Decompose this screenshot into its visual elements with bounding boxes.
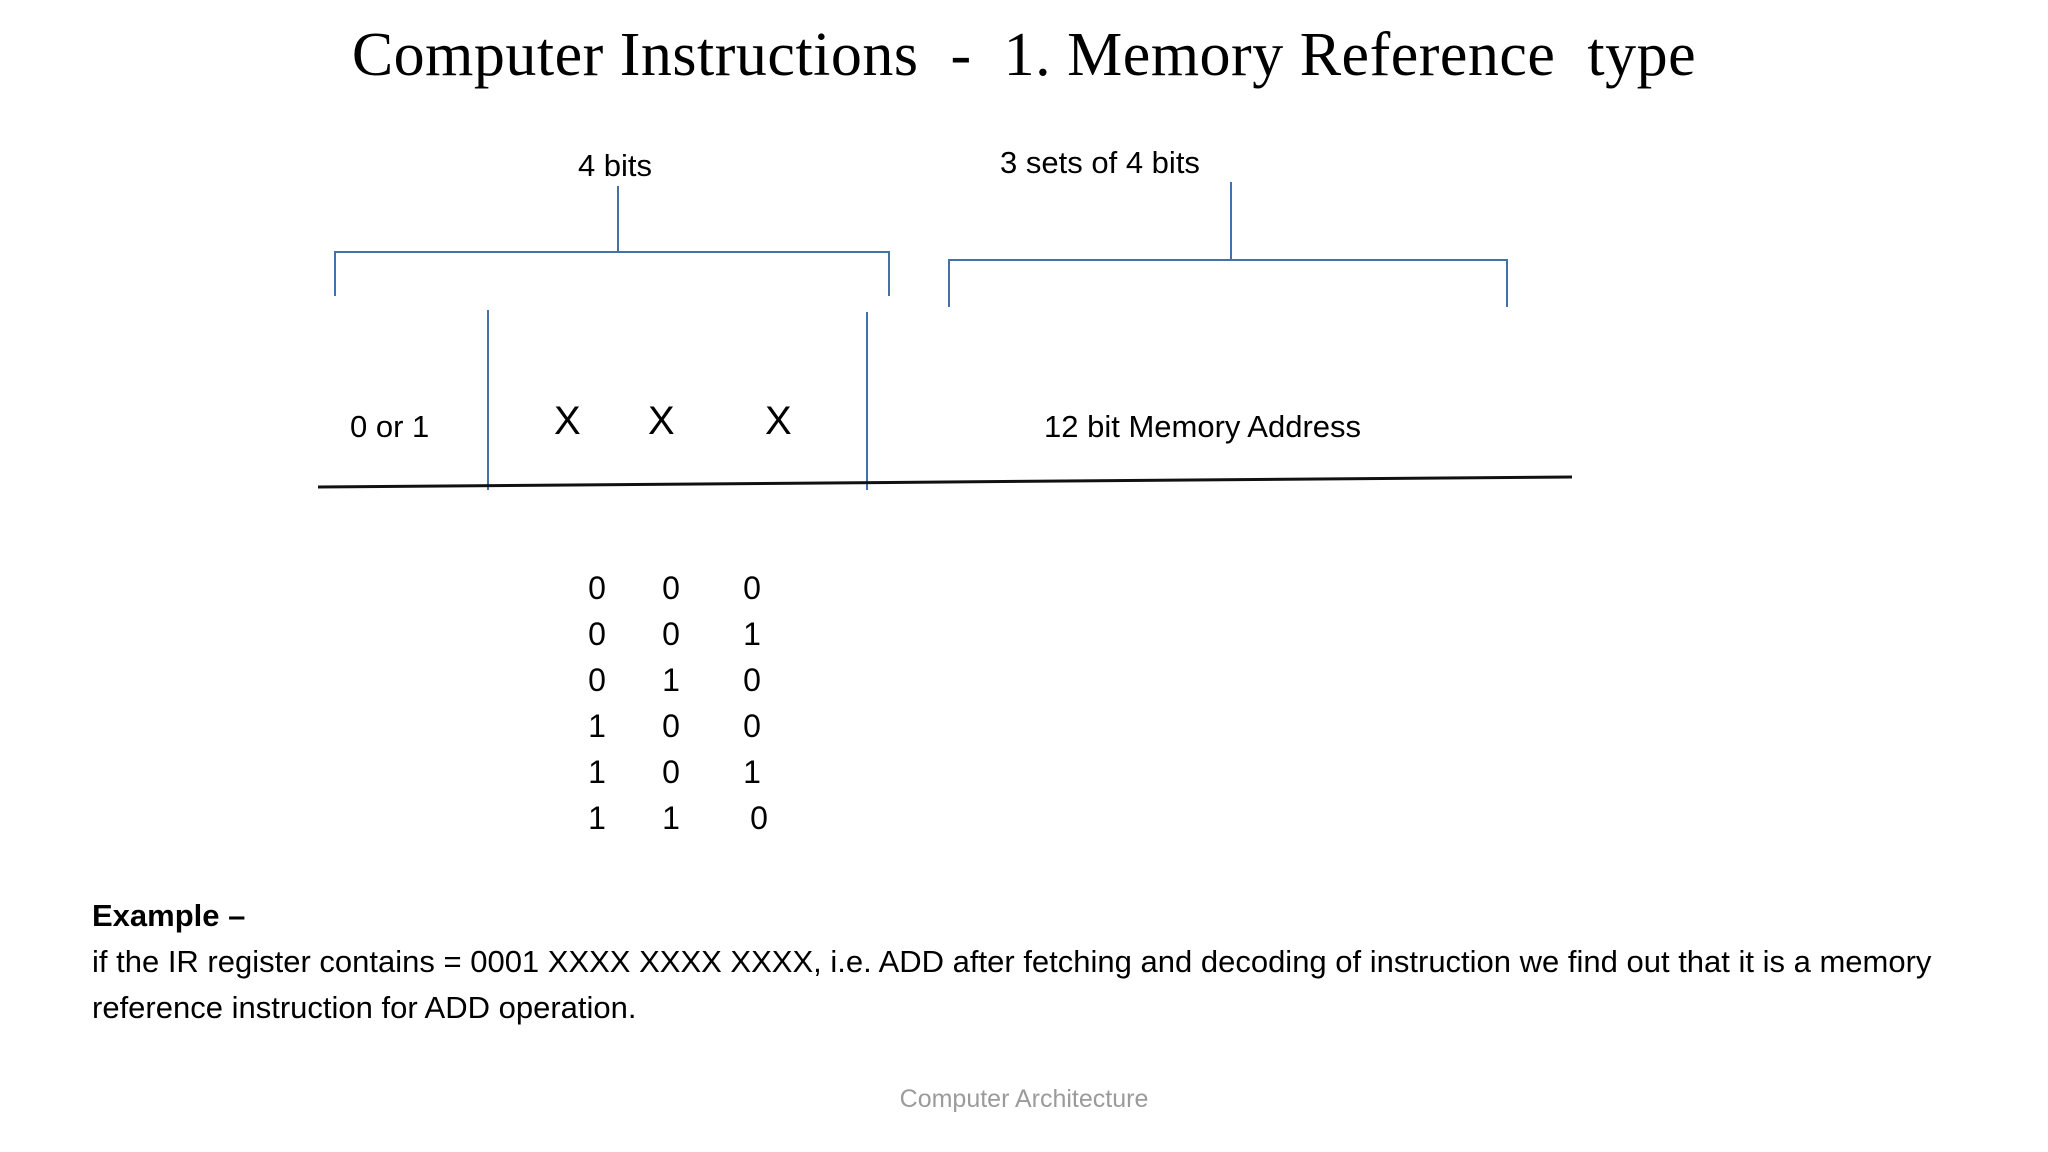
table-row: 0 0 0	[560, 565, 796, 611]
opcode-bit: 0	[743, 662, 761, 698]
table-row: 1 1 0	[560, 795, 796, 841]
field-separator-2	[866, 312, 868, 490]
opcode-bit: 1	[662, 800, 680, 836]
opcode-bit: 0	[588, 616, 606, 652]
bracket-arm-right	[888, 251, 890, 296]
opcode-bit: 0	[588, 662, 606, 698]
opcode-bit: 1	[588, 754, 606, 790]
table-row: 1 0 1	[560, 749, 796, 795]
opcode-bit: 0	[743, 708, 761, 744]
example-heading: Example –	[92, 898, 246, 933]
opcode-bit: 0	[662, 570, 680, 606]
field-separator-1	[487, 310, 489, 490]
bracket-arm-right	[1506, 259, 1508, 307]
bracket-stem	[1230, 182, 1232, 260]
field-opcode-bit-1: X	[554, 399, 581, 443]
bracket-stem	[617, 186, 619, 252]
opcode-bit: 0	[750, 800, 768, 836]
page-title: Computer Instructions - 1. Memory Refere…	[351, 21, 1697, 89]
table-row: 0 1 0	[560, 657, 796, 703]
table-row: 1 0 0	[560, 703, 796, 749]
instruction-baseline	[317, 470, 1573, 490]
bracket-arm-left	[948, 259, 950, 307]
opcode-bit: 0	[662, 754, 680, 790]
field-indirect-flag: 0 or 1	[350, 409, 430, 444]
opcode-table-body: 0 0 0 0 0 1 0 1 0 1 0 0 1 0 1	[560, 565, 796, 841]
example-block: Example – if the IR register contains = …	[92, 893, 1972, 1031]
opcode-bit: 1	[743, 616, 761, 652]
field-opcode-bit-3: X	[765, 399, 792, 443]
bracket-arm-left	[334, 251, 336, 296]
opcode-bit: 0	[662, 616, 680, 652]
field-memory-address: 12 bit Memory Address	[1044, 409, 1362, 444]
opcode-bit: 1	[588, 708, 606, 744]
opcode-bit: 0	[588, 570, 606, 606]
bracket-label-address: 3 sets of 4 bits	[1000, 145, 1200, 180]
field-opcode-bit-2: X	[648, 399, 675, 443]
example-body: if the IR register contains = 0001 XXXX …	[92, 944, 1932, 1025]
bracket-label-opcode: 4 bits	[577, 148, 653, 183]
opcode-bit: 1	[743, 754, 761, 790]
opcode-bit: 0	[743, 570, 761, 606]
opcode-bit: 1	[662, 662, 680, 698]
opcode-binary-table: 0 0 0 0 0 1 0 1 0 1 0 0 1 0 1	[560, 565, 796, 841]
opcode-bit: 1	[588, 800, 606, 836]
bracket-top-bar	[334, 251, 890, 253]
bracket-top-bar	[948, 259, 1508, 261]
opcode-bit: 0	[662, 708, 680, 744]
table-row: 0 0 1	[560, 611, 796, 657]
slide-footer: Computer Architecture	[899, 1085, 1149, 1113]
